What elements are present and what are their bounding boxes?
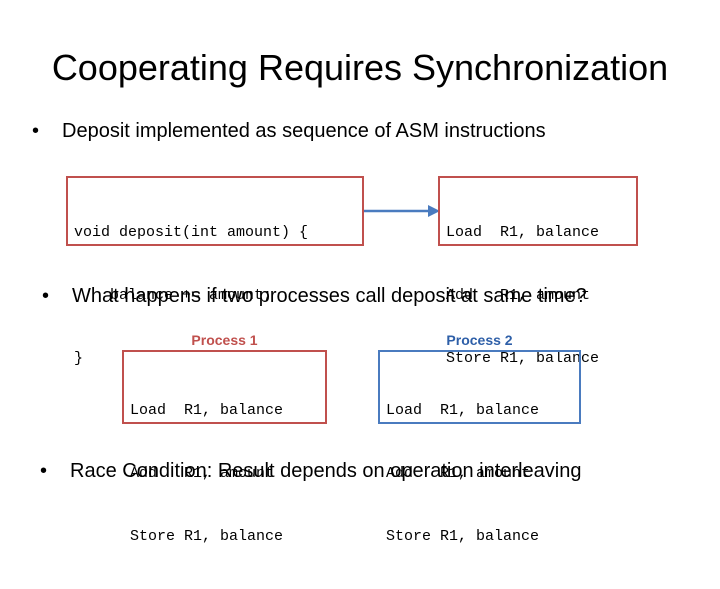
asm-code-line: Load R1, balance [446,224,600,241]
bullet-two-processes: • What happens if two processes call depo… [42,283,587,309]
process-2-code-line: Add R1, amount [386,465,531,482]
source-code-box: void deposit(int amount) { balance += am… [66,176,364,367]
asm-code-line: Add R1, amount [446,287,591,304]
bullet-race-condition: • Race Condition: Result depends on opera… [40,458,581,484]
process-1-code-line: Store R1, balance [130,528,284,545]
process-1-code-box: Load R1, balance Add R1, amount Store R1… [122,350,327,545]
bullet-text: Deposit implemented as sequence of ASM i… [62,120,546,142]
process-1-code-line: Load R1, balance [130,402,284,419]
process-2-code-line: Load R1, balance [386,402,540,419]
process-1-label: Process 1 [191,332,258,348]
bullet-text: What happens if two processes call depos… [72,285,587,307]
bullet-deposit-asm: • Deposit implemented as sequence of ASM … [32,118,546,144]
asm-code-line: Store R1, balance [446,350,600,367]
slide-title: Cooperating Requires Synchronization [51,47,669,88]
process-2-label: Process 2 [446,332,513,348]
bullet-dot: • [40,460,48,482]
right-arrow-icon [364,205,440,217]
bullet-dot: • [32,120,40,142]
source-code-line: } [74,350,84,367]
process-1-code-line: Add R1, amount [130,465,275,482]
bullet-dot: • [42,285,50,307]
bullet-text: Race Condition: Result depends on operat… [70,460,582,482]
asm-code-box: Load R1, balance Add R1, amount Store R1… [438,176,638,367]
process-2-code-line: Store R1, balance [386,528,540,545]
source-code-line: void deposit(int amount) { [74,224,309,241]
source-code-line: balance += amount; [74,287,273,304]
process-2-code-box: Load R1, balance Add R1, amount Store R1… [378,350,581,545]
